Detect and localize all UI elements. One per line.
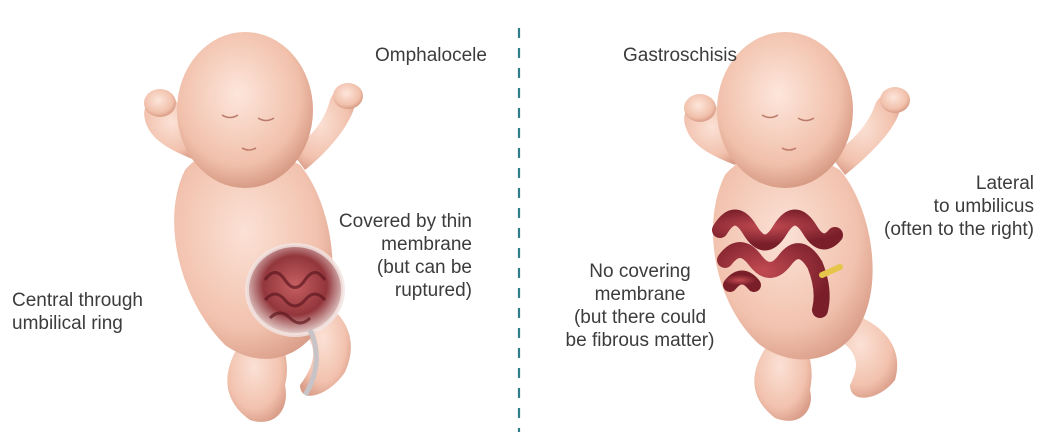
right-baby-fist-right (880, 87, 910, 113)
left-baby-fist-left (144, 89, 176, 117)
gastroschisis-location-label: Lateral to umbilicus (often to the right… (864, 172, 1034, 241)
omphalocele-title: Omphalocele (375, 44, 487, 67)
omphalocele-location-label: Central through umbilical ring (12, 289, 143, 335)
left-baby-fist-right (333, 83, 363, 109)
right-baby-fist-left (684, 94, 716, 122)
left-baby-head (177, 32, 313, 188)
omphalocele-membrane-label: Covered by thin membrane (but can be rup… (322, 210, 472, 302)
gastroschisis-title: Gastroschisis (623, 44, 737, 67)
right-baby-head (717, 32, 853, 188)
gastroschisis-membrane-label: No covering membrane (but there could be… (555, 260, 725, 352)
